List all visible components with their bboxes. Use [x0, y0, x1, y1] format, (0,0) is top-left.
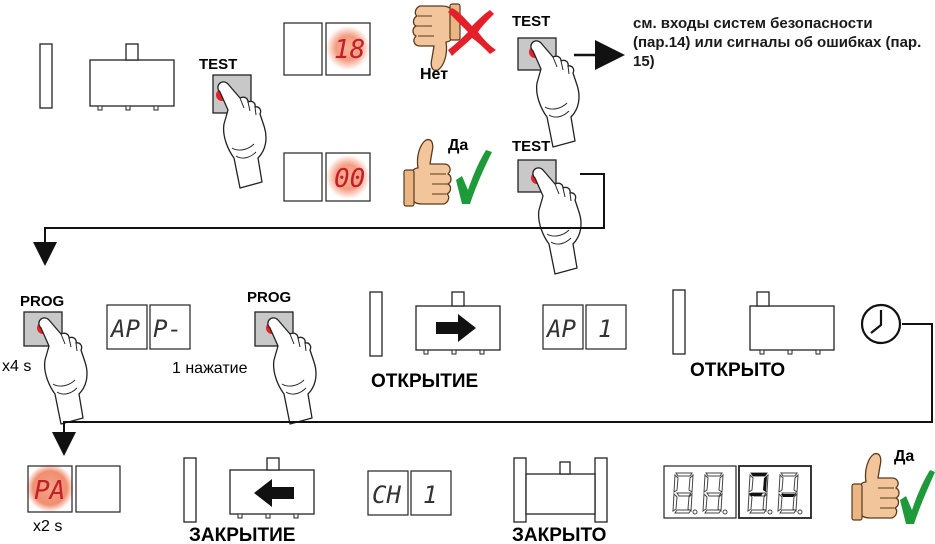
flow-connector-2 — [52, 323, 933, 456]
press-once-label: 1 нажатие — [172, 360, 248, 377]
display-ch-1 — [367, 470, 452, 516]
prog-label-2: PROG — [247, 289, 291, 306]
display-value-00: 00 — [334, 164, 365, 194]
gate-icon — [672, 289, 835, 355]
display-value-pa: PA — [34, 476, 65, 506]
closing-label: ЗАКРЫТИЕ — [189, 525, 295, 544]
display-pa — [26, 464, 121, 513]
no-label: Нет — [420, 66, 448, 83]
display-value-1b: 1 — [423, 481, 437, 509]
display-value-1: 1 — [598, 315, 612, 343]
display-value-p-dash: P- — [153, 315, 182, 343]
hold-2s-label: x2 s — [33, 518, 62, 535]
yes-label-2: Да — [894, 448, 914, 465]
prog-label-1: PROG — [20, 293, 64, 310]
test-button-2[interactable] — [517, 37, 580, 148]
gate-icon — [369, 291, 501, 357]
opening-label: ОТКРЫТИЕ — [371, 371, 478, 392]
thumbs-up-icon — [403, 138, 452, 207]
cross-icon — [448, 8, 496, 56]
test-button-3[interactable] — [517, 159, 582, 275]
seven-segment-display — [663, 465, 812, 519]
thumbs-up-icon — [851, 452, 900, 521]
gate-icon — [513, 457, 608, 523]
checkmark-icon — [900, 470, 935, 524]
display-ap-p — [106, 304, 191, 350]
open-label: ОТКРЫТО — [690, 360, 785, 381]
gate-icon — [39, 43, 175, 111]
test-button-1[interactable] — [212, 74, 267, 189]
closed-label: ЗАКРЫТО — [512, 525, 606, 544]
prog-button-1[interactable] — [23, 311, 88, 425]
display-value-18: 18 — [334, 35, 365, 65]
test-label-3: TEST — [512, 138, 550, 155]
clock-icon — [860, 303, 902, 345]
arrow-left-icon — [254, 479, 294, 507]
flow-connector-1 — [33, 173, 605, 266]
checkmark-icon — [456, 150, 492, 204]
safety-note: см. входы систем безопасности (пар.14) и… — [633, 15, 922, 70]
gate-icon — [183, 457, 315, 523]
hold-4s-label: x4 s — [2, 358, 31, 375]
arrow-right-icon — [436, 314, 476, 342]
test-label-1: TEST — [199, 56, 237, 73]
display-18 — [283, 22, 371, 76]
display-ap-1 — [542, 304, 627, 350]
display-00 — [283, 152, 371, 202]
test-label-2: TEST — [512, 13, 550, 30]
display-value-ap: AP — [109, 315, 140, 343]
yes-label-1: Да — [448, 137, 468, 154]
display-value-ch: CH — [372, 481, 401, 509]
prog-button-2[interactable] — [254, 311, 317, 425]
display-value-ap-2: AP — [545, 315, 576, 343]
